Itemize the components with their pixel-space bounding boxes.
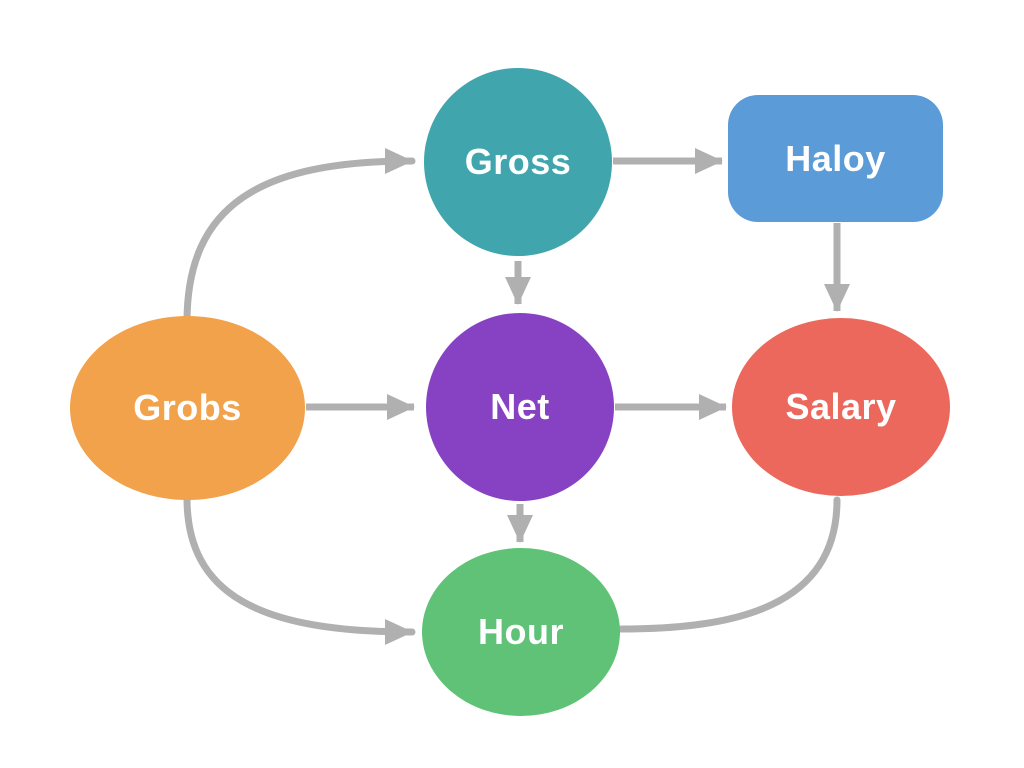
node-gross-label: Gross <box>464 141 572 182</box>
node-haloy-label: Haloy <box>785 137 886 179</box>
node-gross: Gross <box>424 68 612 256</box>
node-hour-label: Hour <box>478 611 564 652</box>
node-salary: Salary <box>732 318 950 496</box>
node-hour: Hour <box>422 548 620 716</box>
node-net: Net <box>426 313 614 501</box>
node-net-label: Net <box>490 386 550 427</box>
node-grobs: Grobs <box>70 316 305 500</box>
node-haloy: Haloy <box>728 95 943 222</box>
node-salary-label: Salary <box>785 386 897 427</box>
edge-grobs-to-gross <box>183 148 416 326</box>
node-grobs-label: Grobs <box>133 387 242 428</box>
edge-grobs-to-hour <box>183 494 416 645</box>
edge-hour-to-salary <box>617 496 841 633</box>
